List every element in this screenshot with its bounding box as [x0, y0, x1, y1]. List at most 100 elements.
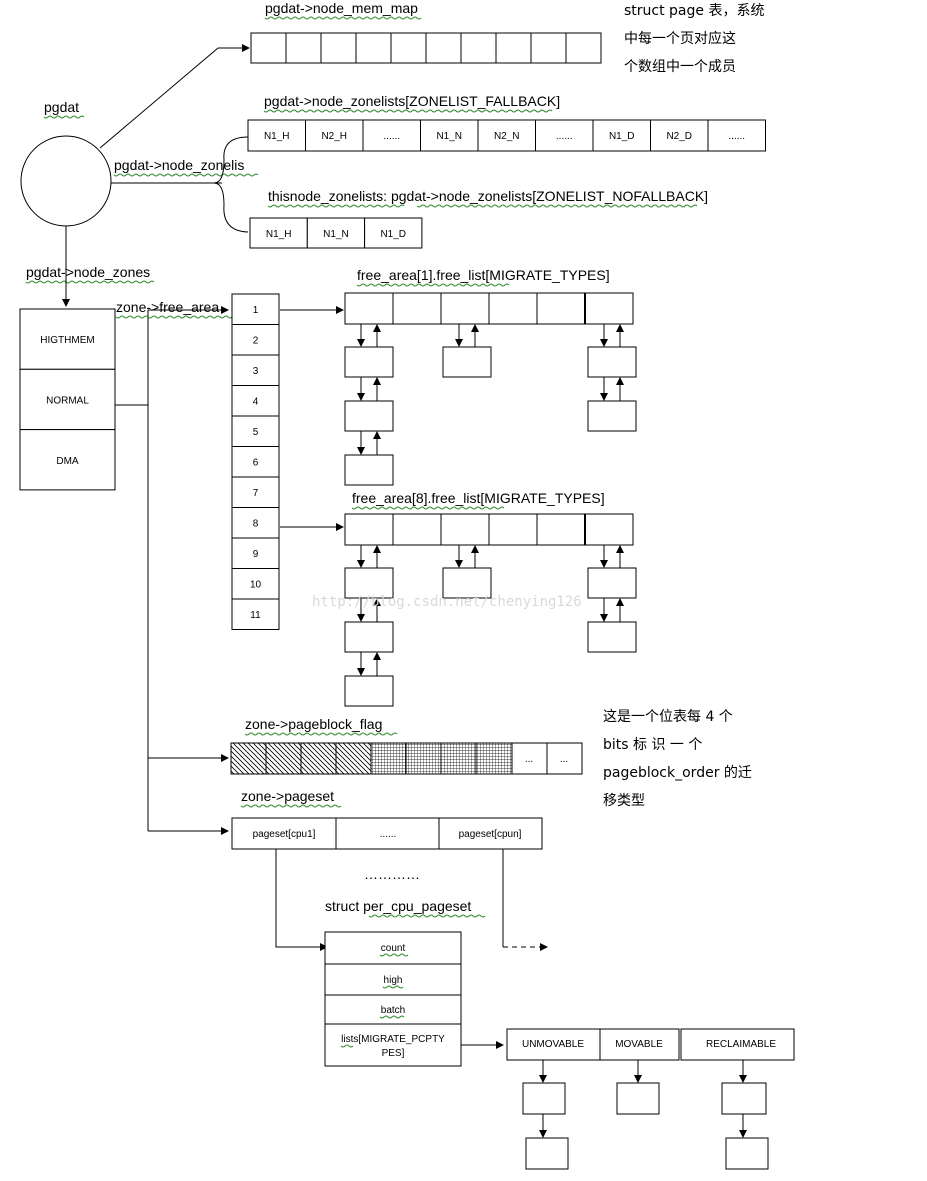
- free-page-node: [344, 454, 394, 486]
- free-page-node: [344, 621, 394, 653]
- free-page-node: [344, 346, 394, 378]
- free-page-node: [442, 346, 492, 378]
- zonelist-nofallback-label: thisnode_zonelists: pgdat->node_zonelist…: [268, 188, 708, 204]
- free-area-order-label: 1: [253, 305, 259, 316]
- migrate-type-head: [344, 292, 394, 325]
- pageblock-flag-cell: ...: [560, 754, 568, 765]
- zonelists-brace: [213, 136, 249, 233]
- migrate-type-head: [392, 292, 442, 325]
- zonelist-nofallback-cell: [249, 217, 308, 249]
- free-area-order-label: 8: [253, 519, 259, 530]
- free-area-order-label: 10: [250, 580, 262, 591]
- zone-label: DMA: [56, 456, 79, 467]
- free-area-order-cell: [231, 293, 280, 325]
- zonelist-fallback-cell-label: N2_D: [666, 131, 692, 142]
- zonelist-fallback-cell-label: ......: [728, 131, 745, 142]
- free-area-order-cell: [231, 354, 280, 386]
- migrate-lists-array: [506, 1028, 795, 1061]
- spellcheck-underline: [25, 280, 155, 284]
- per-cpu-field-count: count: [381, 943, 406, 954]
- migrate-type-head: [344, 513, 394, 546]
- free-page-node: [587, 567, 637, 599]
- free-area-order-label: 9: [253, 549, 259, 560]
- pageblock-flag-label: zone->pageblock_flag: [245, 716, 382, 732]
- pageset-cpun-cell: pageset[cpun]: [459, 829, 522, 840]
- node-mem-map-array: [250, 32, 602, 64]
- pageset-ellipsis: …………: [364, 866, 420, 882]
- per-cpu-pageset-title: struct per_cpu_pageset: [325, 898, 471, 914]
- free-page-node: [344, 675, 394, 707]
- zonelist-fallback-label: pgdat->node_zonelists[ZONELIST_FALLBACK]: [264, 93, 560, 109]
- free-page-node: [587, 346, 637, 378]
- zone-dma: [19, 429, 116, 491]
- free-page-node: [587, 400, 637, 432]
- spellcheck-underline: [263, 109, 553, 113]
- spellcheck-underline: [115, 315, 233, 319]
- pageset-cpu1-arrowhead: [320, 943, 328, 951]
- migrate-list-nodes: [522, 1060, 769, 1170]
- zonelist-nofallback-cell-label: N1_D: [380, 229, 406, 240]
- per-cpu-field-high: high: [384, 975, 403, 986]
- free-area-order-cell: [231, 446, 280, 478]
- zonelist-fallback-cell-label: N2_H: [321, 131, 347, 142]
- free-area-order-label: 11: [250, 610, 261, 621]
- zonelist-nofallback-cell-label: N1_N: [323, 229, 349, 240]
- spellcheck-underline: [113, 173, 259, 177]
- pageblock-flag-bitmap: [230, 742, 583, 775]
- migrate-type-head: [536, 292, 586, 325]
- free-page-node: [344, 567, 394, 599]
- zonelist-fallback-cell: [535, 119, 594, 152]
- free-area-order-cell: [231, 537, 280, 569]
- migrate-reclaimable: RECLAIMABLE: [706, 1039, 776, 1050]
- zonelist-fallback-cell: [592, 119, 651, 152]
- spellcheck-underline: [340, 953, 409, 1048]
- migrate-type-head: [488, 513, 538, 546]
- pageblock-note: 这是一个位表每 4 个 bits 标 识 一 个 pageblock_order…: [603, 709, 752, 809]
- free-area-order-cell: [231, 598, 280, 630]
- zonelist-fallback-cell: [707, 119, 766, 152]
- zonelist-fallback-cell-label: N2_N: [494, 131, 520, 142]
- pgdat-node-circle: [20, 135, 112, 227]
- zonelist-nofallback-cell-label: N1_H: [266, 229, 292, 240]
- zonelist-fallback-cell-label: N1_D: [609, 131, 635, 142]
- free-area-order-cell: [231, 476, 280, 508]
- per-cpu-field-lists-cont: PES]: [382, 1048, 405, 1059]
- free-list-1-structure: [344, 292, 637, 486]
- spellcheck-underline: [356, 283, 510, 287]
- per-cpu-field-batch: batch: [381, 1005, 405, 1016]
- spellcheck-underline: [43, 115, 85, 119]
- migrate-type-head: [440, 513, 490, 546]
- free-area-order-label: 7: [253, 488, 259, 499]
- migrate-type-head: [488, 292, 538, 325]
- struct-page-note: struct page 表，系统 中每一个页对应这 个数组中一个成员: [624, 3, 765, 75]
- pageblock-flag-cell: ...: [525, 754, 533, 765]
- zones-array: HIGTHMEM NORMAL DMA: [19, 308, 116, 491]
- migrate-unmovable: UNMOVABLE: [522, 1039, 584, 1050]
- node-mem-map-label: pgdat->node_mem_map: [265, 0, 418, 16]
- zonelist-fallback-cell: [362, 119, 421, 152]
- zonelist-fallback-cell-label: ......: [556, 131, 573, 142]
- free-page-node: [344, 400, 394, 432]
- zonelist-fallback-cell: [247, 119, 306, 152]
- free-area-order-label: 5: [253, 427, 259, 438]
- free-area-order-cell: [231, 415, 280, 447]
- zonelist-fallback-cell: [305, 119, 364, 152]
- free-area-order-label: 3: [253, 366, 259, 377]
- pageset-cpu1-link: [275, 849, 320, 948]
- free-area-order-label: 6: [253, 458, 259, 469]
- node-zones-label: pgdat->node_zones: [26, 264, 150, 280]
- free-page-node: [587, 621, 637, 653]
- free-area-order-label: 2: [253, 336, 259, 347]
- zonelist-fallback-cell-label: N1_N: [436, 131, 462, 142]
- migrate-movable: MOVABLE: [615, 1039, 663, 1050]
- zone-label: NORMAL: [46, 395, 89, 406]
- node-zonelists-label: pgdat->node_zonelis: [114, 157, 244, 173]
- zone-label: HIGTHMEM: [40, 335, 94, 346]
- zonelist-nofallback-array: N1_H N1_N N1_D: [249, 217, 423, 249]
- free-list-8-structure: [344, 513, 637, 707]
- spellcheck-underline: [368, 914, 486, 918]
- spellcheck-underline: [264, 16, 422, 20]
